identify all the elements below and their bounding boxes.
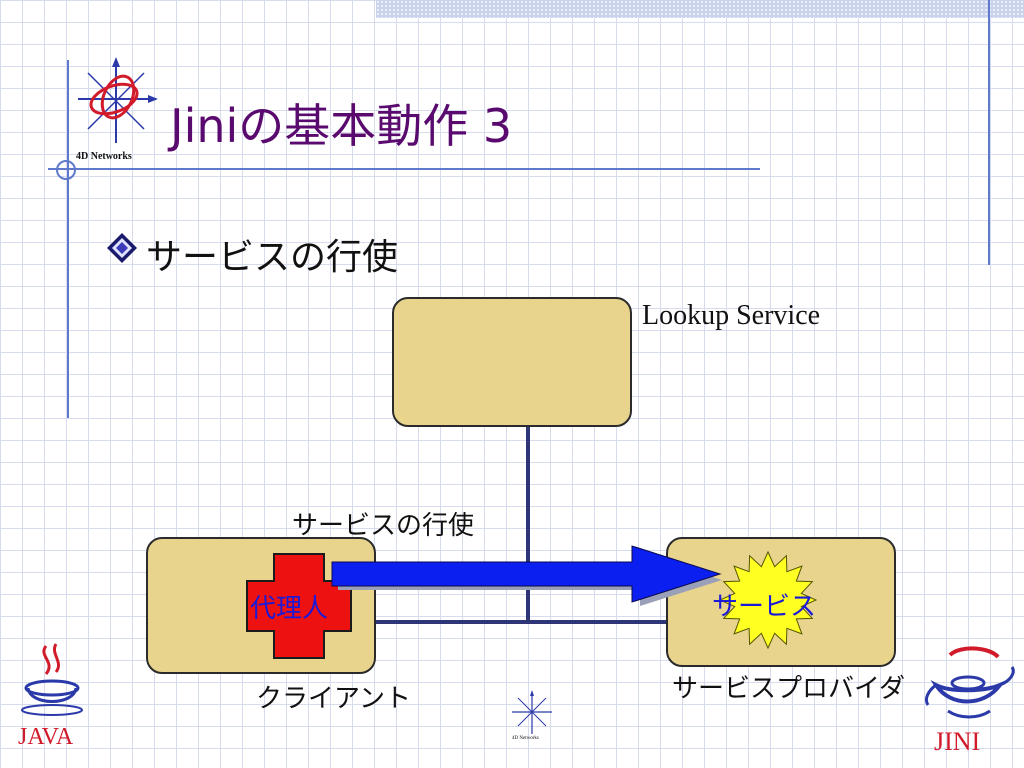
bullet-diamond-icon [106, 232, 138, 264]
jini-lamp-icon [924, 646, 1015, 719]
4d-networks-logo-icon [78, 57, 158, 143]
4d-networks-logo: 4D Networks [74, 55, 164, 167]
footer-4d-networks-text: 4D Networks [512, 736, 539, 741]
client-label: クライアント [256, 684, 411, 714]
java-cup-icon [21, 643, 83, 716]
lookup-service-label: Lookup Service [642, 300, 821, 331]
service-star-shape [718, 550, 818, 650]
lookup-service-box [392, 297, 632, 427]
arrow-label: サービスの行使 [292, 511, 475, 541]
java-logo: JAVA [12, 640, 92, 760]
4d-networks-logo-text: 4D Networks [76, 151, 132, 162]
service-label: サービス [712, 592, 817, 622]
footer-4d-networks-icon [512, 690, 552, 734]
service-invocation-arrow [330, 544, 730, 610]
proxy-cross-shape [246, 553, 352, 659]
title-underline-rule [48, 168, 760, 170]
bullet-text: サービスの行使 [146, 237, 399, 278]
service-provider-label: サービスプロバイダ [672, 674, 905, 704]
footer-4d-networks-logo: 4D Networks [508, 690, 558, 750]
proxy-label: 代理人 [250, 594, 329, 624]
rule-circle-mark [56, 160, 76, 180]
connector-horizontal [372, 620, 668, 624]
left-vertical-rule [67, 60, 69, 418]
right-vertical-rule [988, 0, 990, 265]
page-title: Jiniの基本動作 3 [170, 99, 513, 153]
java-logo-text: JAVA [18, 724, 74, 750]
jini-logo-text: JINI [934, 727, 981, 756]
connector-vertical [526, 425, 530, 623]
jini-logo: JINI [920, 645, 1020, 763]
top-decorative-band [376, 0, 1024, 18]
